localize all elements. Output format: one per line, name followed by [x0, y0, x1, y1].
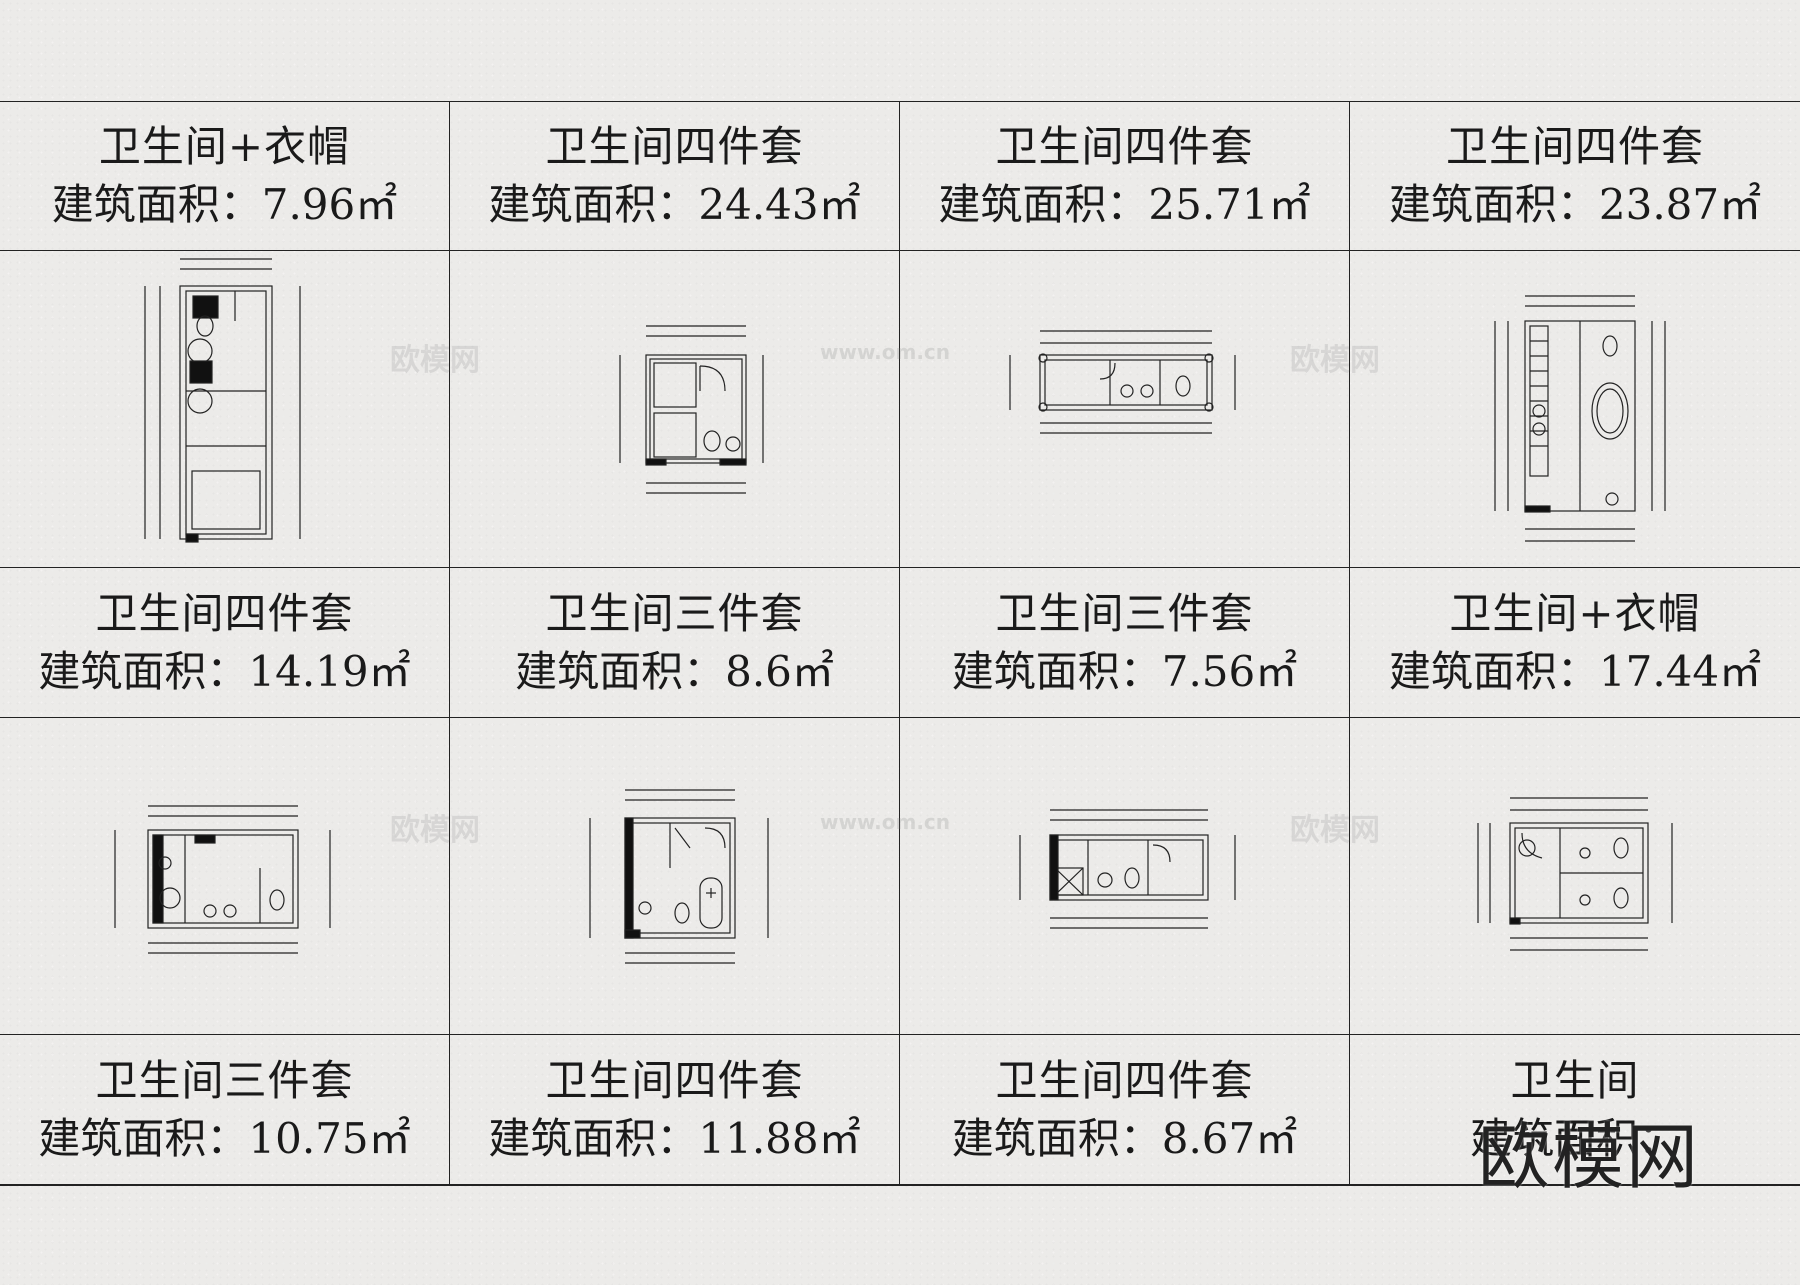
plan-area: 建筑面积：8.6㎡ — [515, 646, 834, 696]
plan-title: 卫生间四件套 — [1445, 122, 1704, 171]
plan-cell — [450, 251, 900, 568]
bathroom-plan-drawing — [1009, 330, 1236, 434]
plan-title: 卫生间+衣帽 — [98, 122, 351, 171]
plan-title: 卫生间四件套 — [545, 1055, 804, 1105]
title-cell: 卫生间四件套 建筑面积：23.87㎡ — [1350, 102, 1800, 251]
title-cell: 卫生间+衣帽 建筑面积：7.96㎡ — [0, 102, 450, 251]
plan-title: 卫生间 — [1510, 1055, 1640, 1105]
floor-plan-sheet: 卫生间+衣帽 建筑面积：7.96㎡ 卫生间四件套 建筑面积：24.43㎡ 卫生间… — [0, 101, 1800, 1186]
title-cell: 卫生间+衣帽 建筑面积：17.44㎡ — [1350, 568, 1800, 718]
plan-cell — [900, 251, 1350, 568]
plan-area: 建筑面积： — [1469, 1113, 1680, 1163]
plan-title: 卫生间四件套 — [995, 1055, 1254, 1105]
plan-area: 建筑面积：23.87㎡ — [1388, 180, 1762, 229]
bathroom-plan-drawing — [144, 258, 301, 543]
plan-area: 建筑面积：25.71㎡ — [938, 180, 1311, 229]
bathroom-plan-drawing — [1494, 295, 1666, 542]
title-cell: 卫生间三件套 建筑面积：10.75㎡ — [0, 1035, 450, 1185]
plan-title: 卫生间三件套 — [95, 1055, 354, 1105]
plan-area: 建筑面积：14.19㎡ — [38, 646, 411, 696]
plan-area: 建筑面积：24.43㎡ — [488, 180, 861, 229]
bathroom-plan-drawing — [114, 805, 331, 954]
title-cell: 卫生间三件套 建筑面积：8.6㎡ — [450, 568, 900, 718]
title-cell: 卫生间 建筑面积： — [1350, 1035, 1800, 1185]
plan-area: 建筑面积：7.96㎡ — [51, 180, 398, 229]
plan-title: 卫生间+衣帽 — [1449, 588, 1701, 638]
title-cell: 卫生间四件套 建筑面积：14.19㎡ — [0, 568, 450, 718]
plan-cell — [1350, 251, 1800, 568]
title-cell: 卫生间四件套 建筑面积：11.88㎡ — [450, 1035, 900, 1185]
bathroom-plan-drawing — [589, 789, 769, 964]
plan-title: 卫生间四件套 — [95, 588, 354, 638]
plan-title: 卫生间四件套 — [545, 122, 804, 171]
plan-area: 建筑面积：11.88㎡ — [488, 1113, 861, 1163]
bathroom-plan-drawing — [1477, 797, 1673, 951]
plan-area: 建筑面积：10.75㎡ — [38, 1113, 411, 1163]
plan-title: 卫生间三件套 — [995, 588, 1254, 638]
title-cell: 卫生间四件套 建筑面积：24.43㎡ — [450, 102, 900, 251]
title-cell: 卫生间三件套 建筑面积：7.56㎡ — [900, 568, 1350, 718]
plan-cell — [450, 718, 900, 1035]
plan-title: 卫生间四件套 — [995, 122, 1254, 171]
title-cell: 卫生间四件套 建筑面积：8.67㎡ — [900, 1035, 1350, 1185]
plan-area: 建筑面积：8.67㎡ — [951, 1113, 1298, 1163]
bathroom-plan-drawing — [1019, 809, 1236, 929]
plan-cell — [1350, 718, 1800, 1035]
plan-area: 建筑面积：7.56㎡ — [951, 646, 1298, 696]
plan-area: 建筑面积：17.44㎡ — [1388, 646, 1762, 696]
plan-cell — [900, 718, 1350, 1035]
plan-title: 卫生间三件套 — [545, 588, 804, 638]
brand-logo: 欧模网 — [1478, 1115, 1701, 1199]
bathroom-plan-drawing — [619, 325, 764, 494]
plan-cell — [0, 718, 450, 1035]
plan-cell — [0, 251, 450, 568]
title-cell: 卫生间四件套 建筑面积：25.71㎡ — [900, 102, 1350, 251]
